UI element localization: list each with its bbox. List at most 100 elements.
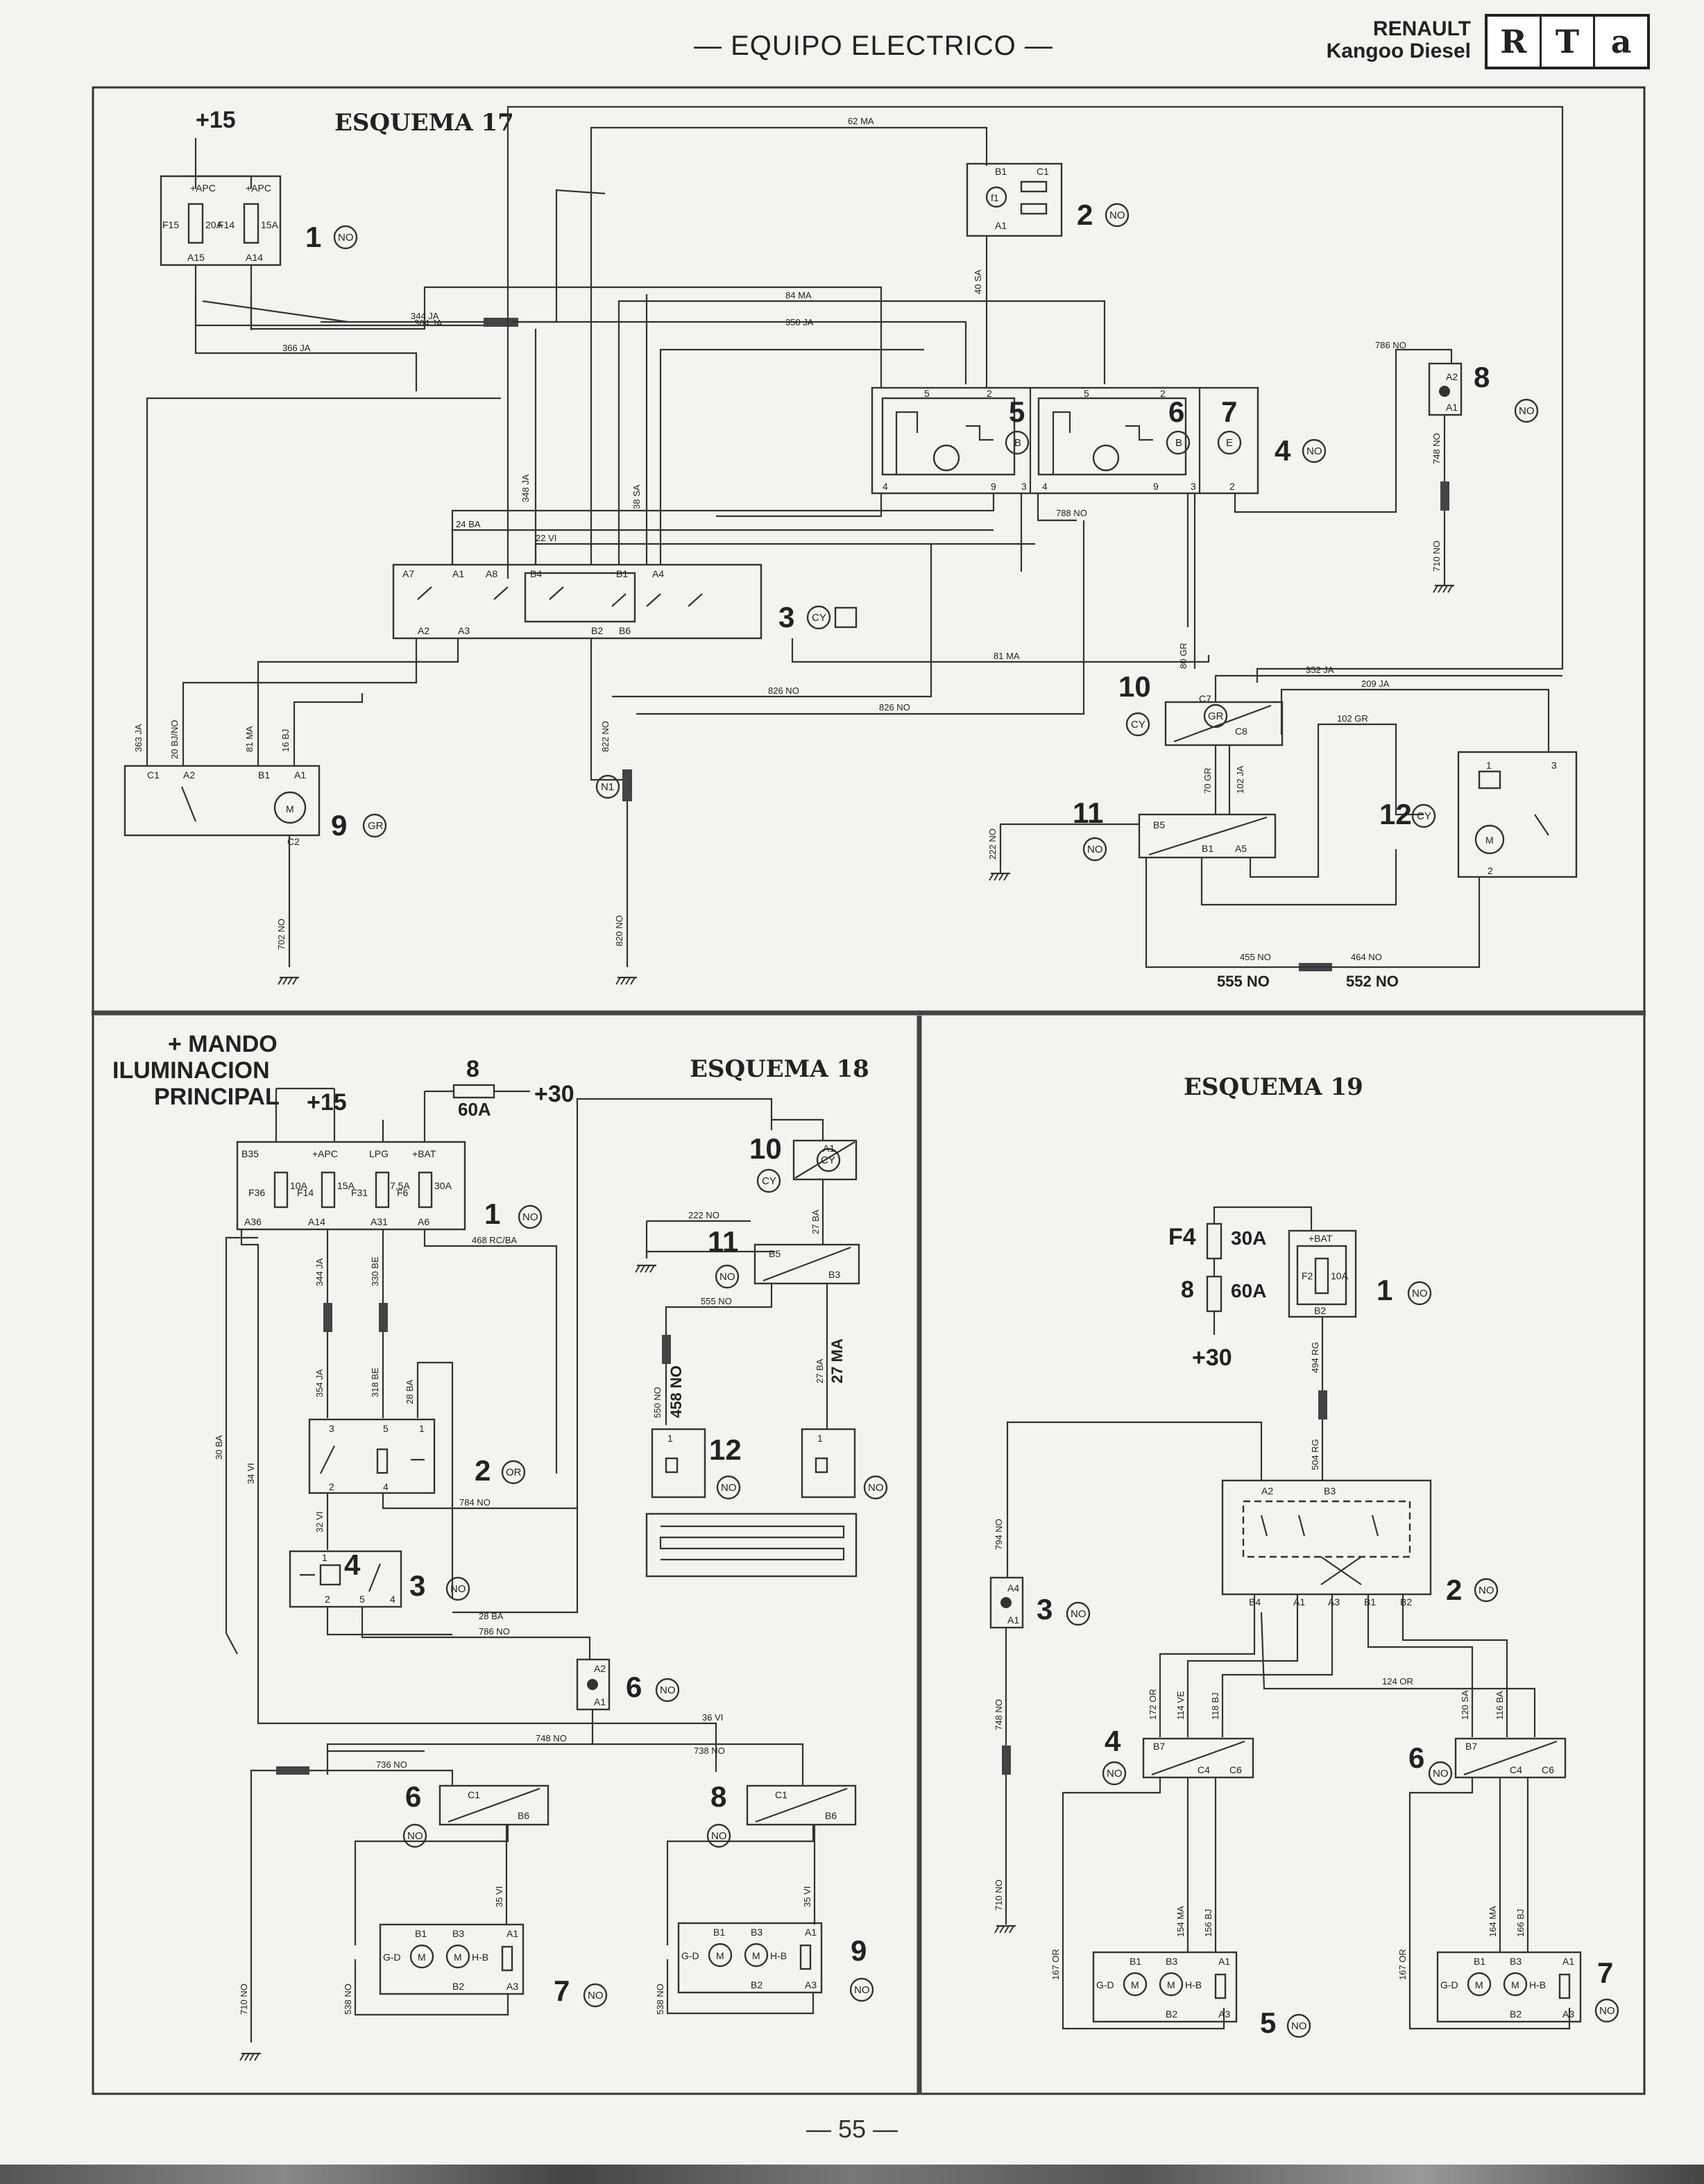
svg-text:A1: A1 [1218,1956,1230,1967]
svg-text:B4: B4 [530,568,542,579]
svg-text:B5: B5 [1153,819,1165,830]
svg-text:1: 1 [1486,760,1492,771]
svg-text:2: 2 [329,1481,334,1492]
brand-model: Kangoo Diesel [1326,40,1471,62]
s19-component-7: 7 [1597,1956,1613,1989]
svg-text:A1: A1 [1446,402,1458,413]
s17-label-555: 555 NO [1217,973,1270,990]
svg-text:NO: NO [868,1482,884,1494]
svg-text:10A: 10A [290,1180,308,1191]
svg-text:7,5A: 7,5A [390,1180,410,1191]
s18-fuse-box [236,1141,466,1231]
svg-text:G-D: G-D [383,1952,401,1963]
s17-component-4: 4 [1275,434,1291,467]
s19-f8-id: 8 [1181,1277,1194,1303]
svg-text:5: 5 [924,388,930,399]
svg-text:M: M [286,803,294,814]
svg-text:F15: F15 [162,219,179,230]
svg-text:NO: NO [1433,1768,1449,1780]
svg-text:B1: B1 [1364,1596,1376,1607]
svg-text:826 NO: 826 NO [879,702,910,713]
svg-text:27 BA: 27 BA [810,1209,821,1234]
s19-f8-rating: 60A [1231,1280,1266,1302]
svg-text:538 NO: 538 NO [343,1983,353,2015]
scan-edge-strip [0,2165,1704,2184]
svg-text:3: 3 [1191,481,1196,492]
svg-text:NO: NO [660,1684,676,1696]
svg-text:B1: B1 [1130,1956,1141,1967]
s18-supply15: +15 [307,1089,347,1116]
svg-text:A6: A6 [418,1216,429,1227]
s17-fuse-box [160,175,282,266]
svg-text:B2: B2 [591,625,603,636]
svg-text:344 JA: 344 JA [314,1258,325,1286]
svg-text:36 VI: 36 VI [702,1712,723,1723]
svg-text:B2: B2 [1314,1305,1326,1316]
svg-text:B1: B1 [415,1928,427,1939]
s18-switch-2 [308,1418,436,1494]
svg-text:B2: B2 [1400,1596,1412,1607]
s17-component-10: 10 [1118,670,1151,703]
svg-text:G-D: G-D [681,1950,699,1961]
svg-text:C7: C7 [1199,693,1211,704]
svg-text:1: 1 [667,1433,673,1444]
s18-label-27ma: 27 MA [828,1338,846,1383]
s19-component-4: 4 [1105,1725,1121,1757]
svg-text:NO: NO [719,1271,735,1283]
svg-text:5: 5 [1084,388,1089,399]
s17-supply: +15 [196,107,236,133]
svg-text:A1: A1 [506,1928,518,1939]
svg-text:B3: B3 [452,1928,464,1939]
s19-f4-rating: 30A [1231,1227,1266,1249]
svg-text:B3: B3 [1166,1956,1177,1967]
svg-text:15A: 15A [337,1180,355,1191]
svg-text:B3: B3 [1324,1485,1336,1496]
svg-text:+APC: +APC [246,182,271,194]
scheme-17: ESQUEMA 17 +15 +APC +APC F15 F14 20A 15A… [123,105,1578,990]
svg-text:28 BA: 28 BA [404,1379,415,1404]
svg-text:1: 1 [419,1423,425,1434]
svg-text:464 NO: 464 NO [1351,952,1382,962]
svg-text:114 VE: 114 VE [1175,1691,1186,1720]
svg-text:M: M [716,1950,724,1961]
svg-text:1: 1 [322,1552,327,1563]
s18-component-4: 4 [344,1549,361,1581]
svg-text:366 JA: 366 JA [282,343,311,353]
svg-text:B1: B1 [713,1927,725,1938]
svg-text:A2: A2 [183,769,195,780]
svg-text:10A: 10A [1331,1270,1349,1281]
svg-text:OR: OR [506,1467,522,1478]
svg-text:B5: B5 [769,1248,781,1259]
svg-text:NO: NO [1412,1288,1428,1299]
svg-text:550 NO: 550 NO [652,1387,663,1418]
svg-text:N1: N1 [601,781,614,793]
svg-text:222 NO: 222 NO [987,828,998,860]
svg-text:B1: B1 [1202,843,1213,854]
svg-text:154 MA: 154 MA [1175,1906,1186,1937]
s18-fuse8-rating: 60A [458,1099,491,1120]
svg-text:80 GR: 80 GR [1178,642,1188,669]
svg-text:M: M [1485,835,1494,846]
svg-text:748 NO: 748 NO [1431,433,1442,464]
s18-lamp-unit-7 [379,1923,525,1995]
svg-text:G-D: G-D [1440,1979,1458,1990]
s18-relay-11 [753,1243,860,1285]
svg-text:A1: A1 [294,769,306,780]
svg-text:A8: A8 [486,568,497,579]
svg-text:4: 4 [390,1594,395,1605]
svg-text:f1: f1 [991,192,999,203]
scheme-19: ESQUEMA 19 F4 30A 8 60A +30 +BAT F2 10A … [989,1073,1619,2039]
svg-text:G-D: G-D [1096,1979,1114,1990]
svg-text:710 NO: 710 NO [994,1879,1004,1911]
svg-text:20A: 20A [205,219,223,230]
svg-text:A36: A36 [244,1216,262,1227]
svg-text:84 MA: 84 MA [785,290,812,300]
svg-text:H-B: H-B [1529,1979,1546,1990]
svg-text:4: 4 [383,1481,389,1492]
svg-text:354 JA: 354 JA [314,1369,325,1397]
svg-text:555 NO: 555 NO [701,1296,732,1306]
s18-relay-10 [792,1139,858,1181]
svg-text:CY: CY [1131,719,1145,731]
svg-text:352 JA: 352 JA [1306,665,1334,675]
svg-text:A1: A1 [805,1927,817,1938]
